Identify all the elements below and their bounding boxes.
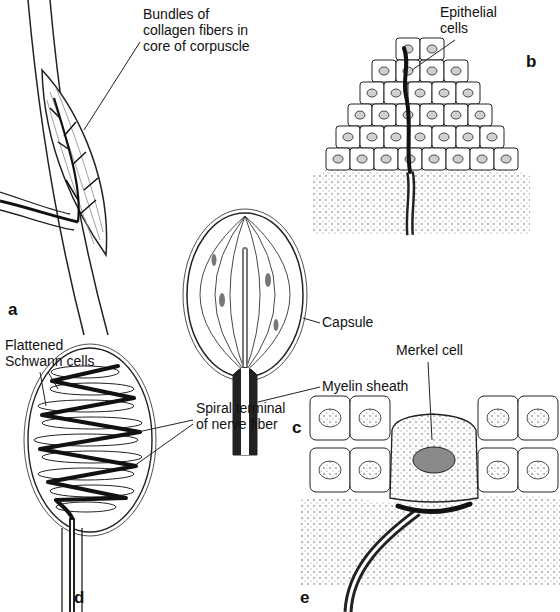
cell-nucleus bbox=[212, 254, 217, 266]
panel-letter: c bbox=[292, 418, 301, 438]
leader-line bbox=[84, 42, 140, 130]
axon bbox=[410, 172, 412, 235]
capsule bbox=[187, 213, 303, 377]
leader-line bbox=[134, 424, 193, 466]
encapsulated-corpuscle bbox=[183, 209, 320, 455]
connective-tissue bbox=[300, 495, 560, 585]
part-label: Spiral terminal of nerve fiber bbox=[196, 400, 296, 432]
epithelial-cells bbox=[326, 38, 518, 170]
capsule-lamella bbox=[200, 216, 290, 372]
part-label: Capsule bbox=[322, 314, 373, 330]
cell-nucleus bbox=[274, 319, 279, 331]
panel-letter: e bbox=[300, 588, 309, 608]
axon bbox=[244, 250, 246, 372]
ruffini-corpuscle bbox=[0, 0, 140, 335]
corpuscle-capsule bbox=[42, 70, 107, 255]
panel-letter: a bbox=[8, 300, 17, 320]
connective-tissue bbox=[312, 166, 530, 235]
nerve-terminal-branch bbox=[50, 108, 98, 214]
myelin-sheath bbox=[410, 172, 412, 235]
nerve-core bbox=[242, 250, 248, 372]
capsule-outer bbox=[183, 209, 307, 381]
merkel-cell bbox=[390, 414, 478, 502]
panel-letter: d bbox=[74, 588, 84, 608]
cell-nucleus bbox=[265, 273, 271, 287]
leader-line bbox=[48, 372, 58, 389]
capsule-outer bbox=[24, 344, 156, 536]
nerve-branch bbox=[0, 210, 74, 230]
merkel-disc bbox=[398, 504, 470, 512]
part-label: Epithelial cells bbox=[440, 4, 520, 36]
collagen-bundle bbox=[47, 100, 94, 244]
part-label: Bundles of collagen fibers in core of co… bbox=[143, 6, 255, 54]
spiral-terminal bbox=[40, 366, 140, 518]
collagen-bundle bbox=[50, 92, 100, 240]
axon bbox=[0, 201, 78, 222]
leader-line bbox=[40, 372, 46, 406]
part-label: Merkel cell bbox=[396, 342, 463, 358]
axon bbox=[71, 518, 73, 612]
panel-letter: b bbox=[526, 52, 536, 72]
leader-line bbox=[428, 362, 432, 440]
merkel-ending bbox=[300, 362, 560, 612]
part-label: Myelin sheath bbox=[322, 378, 408, 394]
free-nerve-ending bbox=[312, 38, 530, 235]
leader-line bbox=[303, 318, 320, 323]
spiral-corpuscle bbox=[24, 344, 193, 612]
axon bbox=[348, 512, 418, 612]
capsule bbox=[28, 348, 152, 532]
leader-line bbox=[412, 40, 455, 70]
merkel-nucleus bbox=[413, 447, 455, 473]
nerve-terminal bbox=[404, 48, 410, 172]
part-label: Flattened Schwann cells bbox=[5, 337, 115, 369]
myelin-sheath bbox=[348, 512, 418, 612]
cell-nucleus bbox=[219, 293, 225, 307]
